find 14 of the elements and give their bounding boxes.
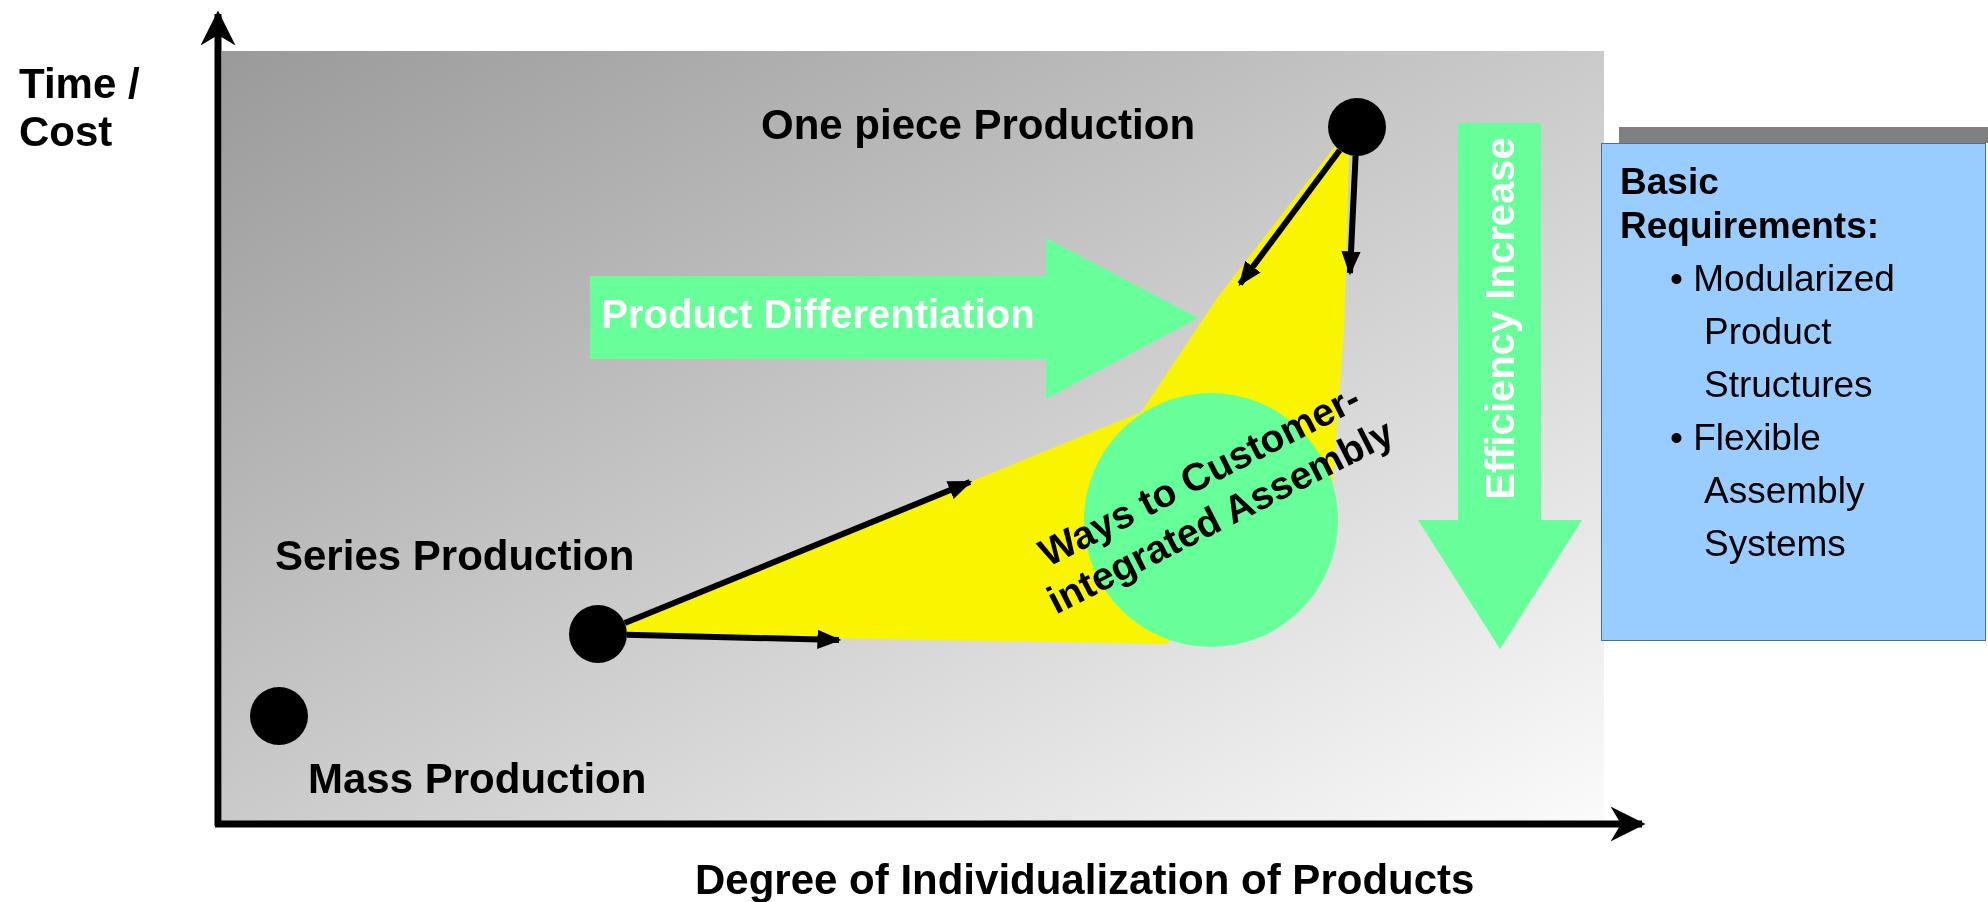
arrow <box>1341 155 1361 276</box>
arrow <box>1237 148 1343 286</box>
arrow <box>626 629 842 650</box>
point-label: Series Production <box>275 532 635 580</box>
arrow-label: Efficiency Increase <box>1477 136 1523 502</box>
bullet-item: • Modularized Product Structures <box>1669 257 1896 407</box>
axis-title: Time / Cost <box>19 60 141 156</box>
point-label: Mass Production <box>308 755 647 803</box>
arrow-label: Product Differentiation <box>600 292 1036 337</box>
bullet-item: • Flexible Assembly Systems <box>1669 416 1866 566</box>
requirements-box <box>1601 143 1986 641</box>
arrow <box>623 479 973 626</box>
box-heading: Basic Requirements: <box>1620 160 1881 248</box>
point-label: One piece Production <box>761 101 1196 149</box>
